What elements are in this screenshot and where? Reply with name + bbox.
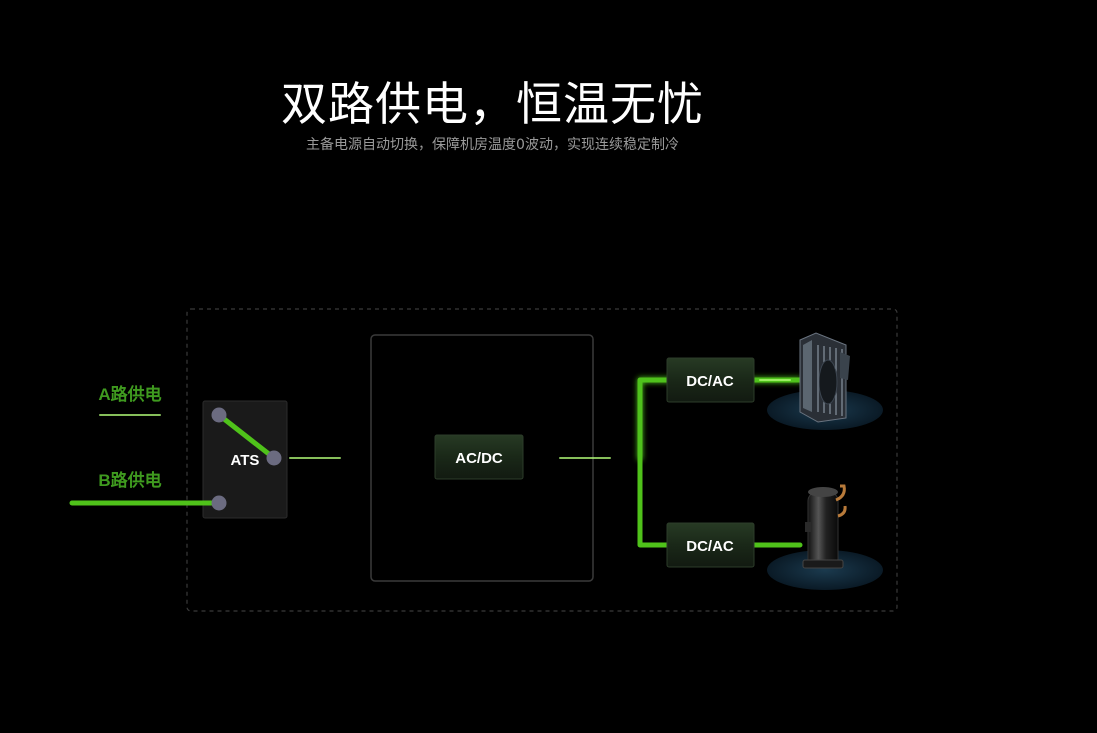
- inverter-bottom-module: [666, 522, 755, 568]
- page-subtitle: 主备电源自动切换，保障机房温度0波动，实现连续稳定制冷: [306, 137, 679, 153]
- ats-label: ATS: [231, 452, 260, 469]
- ats-terminal-a: [211, 407, 227, 423]
- ats-switch-blade: [216, 412, 277, 461]
- compressor-shadow: [767, 550, 883, 590]
- page-title: 双路供电，恒温无忧: [281, 77, 704, 131]
- rectifier-module: [434, 434, 524, 480]
- inverter-top-module: [666, 357, 755, 403]
- compressor-icon: [802, 484, 847, 569]
- rectifier-label: AC/DC: [455, 450, 503, 467]
- centrifugal-fan-icon: [799, 332, 850, 423]
- inverter-bottom-label: DC/AC: [686, 538, 734, 555]
- ats-terminal-out: [266, 450, 282, 466]
- ats-terminal-b: [211, 495, 227, 511]
- inverter-top-label: DC/AC: [686, 373, 734, 390]
- source-a-label: A路供电: [98, 384, 161, 404]
- source-b-label: B路供电: [98, 470, 161, 490]
